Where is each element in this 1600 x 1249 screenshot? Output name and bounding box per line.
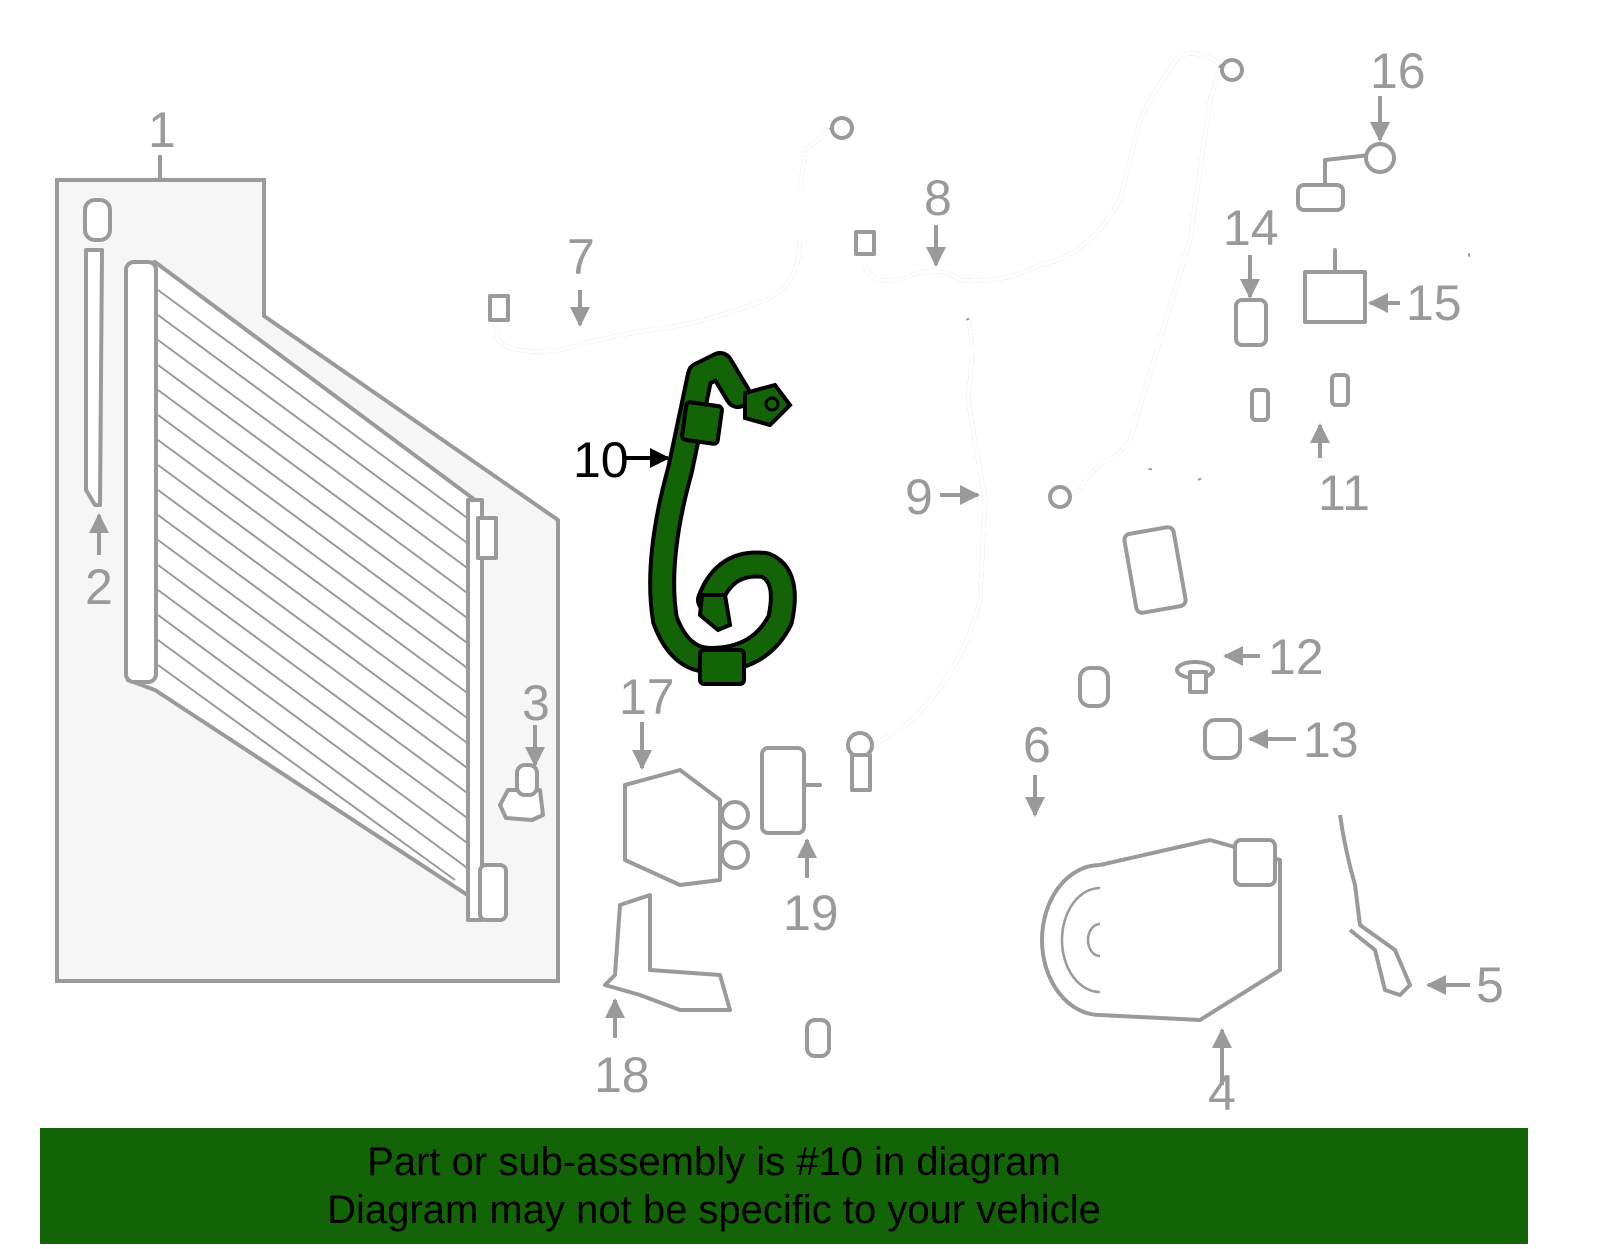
callout-2[interactable]: 2 xyxy=(85,559,113,615)
switch-part-15[interactable] xyxy=(1303,248,1400,324)
line-part-11[interactable] xyxy=(1122,250,1508,616)
callout-3[interactable]: 3 xyxy=(522,675,550,731)
line-part-8[interactable] xyxy=(854,51,1244,509)
callout-6[interactable]: 6 xyxy=(1023,717,1051,773)
callout-11[interactable]: 11 xyxy=(1318,465,1370,521)
callout-12[interactable]: 12 xyxy=(1268,629,1324,685)
callout-16[interactable]: 16 xyxy=(1370,43,1426,99)
line-part-7[interactable] xyxy=(488,116,854,354)
compressor-part-4[interactable] xyxy=(1040,838,1282,1085)
callout-15[interactable]: 15 xyxy=(1406,275,1462,331)
callout-10[interactable]: 10 xyxy=(573,432,629,488)
cap-part-14[interactable] xyxy=(1234,255,1268,347)
info-banner: Part or sub-assembly is #10 in diagram D… xyxy=(40,1128,1528,1244)
callout-18[interactable]: 18 xyxy=(594,1047,650,1103)
banner-disclaimer: Diagram may not be specific to your vehi… xyxy=(327,1188,1101,1232)
line-part-9[interactable] xyxy=(846,318,988,792)
callout-13[interactable]: 13 xyxy=(1303,712,1359,768)
line-part-6[interactable] xyxy=(805,666,1134,1084)
drier-tube[interactable] xyxy=(83,198,112,507)
condenser-assembly[interactable] xyxy=(55,155,560,983)
callout-7[interactable]: 7 xyxy=(567,229,595,285)
banner-part-note: Part or sub-assembly is #10 in diagram xyxy=(367,1140,1061,1184)
bracket-part-18[interactable] xyxy=(603,893,732,1038)
clip-part-12[interactable] xyxy=(1175,646,1260,694)
callout-17[interactable]: 17 xyxy=(619,669,675,725)
grommet-part-13[interactable] xyxy=(1203,718,1296,760)
callout-4[interactable]: 4 xyxy=(1208,1065,1236,1121)
callout-19[interactable]: 19 xyxy=(783,885,839,941)
highlighted-hose-part-10[interactable] xyxy=(625,351,797,686)
callout-5[interactable]: 5 xyxy=(1476,957,1504,1013)
callout-14[interactable]: 14 xyxy=(1223,200,1279,256)
module-part-17[interactable] xyxy=(623,722,750,887)
callout-1[interactable]: 1 xyxy=(148,102,176,158)
valve-part-19[interactable] xyxy=(760,746,822,878)
callout-9[interactable]: 9 xyxy=(905,469,933,525)
fitting-part-16[interactable] xyxy=(1296,96,1396,212)
callout-8[interactable]: 8 xyxy=(924,170,952,226)
bracket-line-part-5[interactable] xyxy=(1338,814,1470,997)
condenser-core[interactable] xyxy=(124,259,508,922)
